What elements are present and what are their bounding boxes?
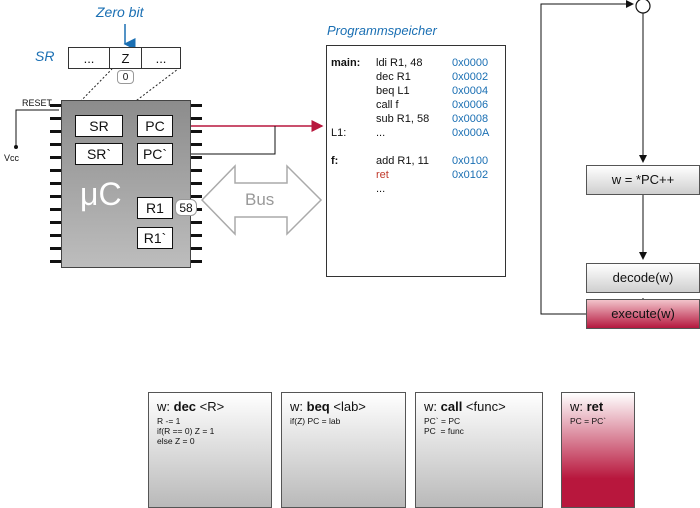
instruction-card-call: w: call <func> PC` = PC PC = func: [415, 392, 543, 508]
memory-row-label: L1:: [331, 127, 347, 139]
chip-pin: [191, 247, 202, 250]
instruction-card-dec: w: dec <R> R -= 1 if(R == 0) Z = 1 else Z…: [148, 392, 272, 508]
chip-pin: [50, 195, 61, 198]
instruction-card-prefix: w:: [570, 399, 587, 414]
memory-row-address: 0x0102: [452, 169, 489, 181]
memory-row-address: 0x0008: [452, 113, 489, 125]
instruction-card-header: w: ret: [570, 399, 634, 414]
instruction-card-beq: w: beq <lab> if(Z) PC = lab: [281, 392, 406, 508]
instruction-card-body: R -= 1 if(R == 0) Z = 1 else Z = 0: [157, 416, 215, 446]
memory-row-address: 0x000A: [452, 127, 490, 139]
chip-pin: [191, 260, 202, 263]
instruction-card-argument: <func>: [462, 399, 506, 414]
chip-pin: [191, 143, 202, 146]
zero-bit-label: Zero bit: [96, 4, 144, 20]
memory-row-instruction: dec R1: [376, 71, 411, 83]
memory-row-address: 0x0004: [452, 85, 489, 97]
r1-value-badge: 58: [175, 199, 197, 216]
loop-wire: [540, 0, 634, 315]
chip-pin: [50, 221, 61, 224]
instruction-card-body: if(Z) PC = lab: [290, 416, 341, 426]
instruction-card-prefix: w:: [157, 399, 174, 414]
memory-row-instruction: add R1, 11: [376, 155, 430, 167]
instruction-card-mnemonic: ret: [586, 399, 604, 414]
chip-pin: [191, 130, 202, 133]
register-r1-shadow: R1`: [137, 227, 173, 249]
memory-row-instruction: ...: [376, 127, 386, 139]
memory-row-instruction: ldi R1, 48: [376, 57, 423, 69]
chip-pin: [50, 169, 61, 172]
microcontroller-label: μC: [80, 176, 122, 212]
memory-row-instruction: ...: [376, 183, 386, 195]
chip-pin: [50, 234, 61, 237]
chip-pin: [191, 234, 202, 237]
memory-row-instruction: call f: [376, 99, 399, 111]
instruction-card-header: w: beq <lab>: [290, 399, 405, 414]
register-pc: PC: [137, 115, 173, 137]
chip-pin: [50, 130, 61, 133]
chip-pin: [50, 143, 61, 146]
instruction-card-ret: w: ret PC = PC`: [561, 392, 635, 508]
instruction-card-argument: <lab>: [329, 399, 366, 414]
sr-cell-right: ...: [141, 47, 181, 69]
register-sr: SR: [75, 115, 123, 137]
sr-cell-z: Z: [109, 47, 142, 69]
instruction-card-body: PC = PC`: [570, 416, 607, 426]
flow-decode-box: decode(w): [586, 263, 700, 293]
chip-pin: [191, 195, 202, 198]
instruction-card-prefix: w:: [290, 399, 307, 414]
chip-pin: [50, 182, 61, 185]
program-memory: [326, 45, 506, 277]
sr-dashed-right: [123, 68, 179, 111]
register-r1: R1: [137, 197, 173, 219]
reset-label: RESET: [22, 98, 53, 108]
chip-pin: [50, 208, 61, 211]
chip-pin: [50, 247, 61, 250]
instruction-card-mnemonic: call: [440, 399, 463, 414]
flow-execute-box: execute(w): [586, 299, 700, 329]
instruction-card-mnemonic: beq: [306, 399, 330, 414]
chip-pin: [191, 169, 202, 172]
chip-pin: [50, 156, 61, 159]
pc-shadow-wire: [172, 126, 276, 155]
chip-pin: [50, 117, 61, 120]
instruction-card-mnemonic: dec: [173, 399, 197, 414]
chip-pin: [191, 221, 202, 224]
chip-pin: [50, 260, 61, 263]
memory-row-address: 0x0100: [452, 155, 489, 167]
memory-row-instruction: beq L1: [376, 85, 410, 97]
instruction-card-header: w: dec <R>: [157, 399, 271, 414]
memory-row-label: f:: [331, 155, 339, 167]
chip-pin: [191, 156, 202, 159]
instruction-card-header: w: call <func>: [424, 399, 542, 414]
flow-fetch-box: w = *PC++: [586, 165, 700, 195]
memory-row-address: 0x0000: [452, 57, 489, 69]
instruction-card-prefix: w:: [424, 399, 441, 414]
sr-cell-left: ...: [68, 47, 110, 69]
chip-pin: [191, 104, 202, 107]
bus-arrow: [200, 164, 323, 236]
register-pc-shadow: PC`: [137, 143, 173, 165]
chip-pin: [50, 104, 61, 107]
vcc-label: Vcc: [4, 153, 20, 163]
memory-row-instruction: ret: [376, 169, 389, 181]
instruction-card-argument: <R>: [196, 399, 225, 414]
memory-row-address: 0x0006: [452, 99, 489, 111]
sr-label: SR: [35, 48, 55, 64]
memory-row-label: main:: [331, 57, 361, 69]
chip-pin: [191, 182, 202, 185]
chip-pin: [191, 117, 202, 120]
bus-label: Bus: [245, 190, 275, 209]
memory-row-instruction: sub R1, 58: [376, 113, 430, 125]
z-value-badge: 0: [117, 70, 134, 84]
reset-wire: [15, 109, 59, 146]
memory-row-address: 0x0002: [452, 71, 489, 83]
instruction-card-body: PC` = PC PC = func: [424, 416, 464, 436]
vcc-terminal: [14, 145, 18, 149]
loop-start-node: [635, 0, 651, 14]
register-sr-shadow: SR`: [75, 143, 123, 165]
program-memory-title: Programmspeicher: [327, 23, 437, 38]
